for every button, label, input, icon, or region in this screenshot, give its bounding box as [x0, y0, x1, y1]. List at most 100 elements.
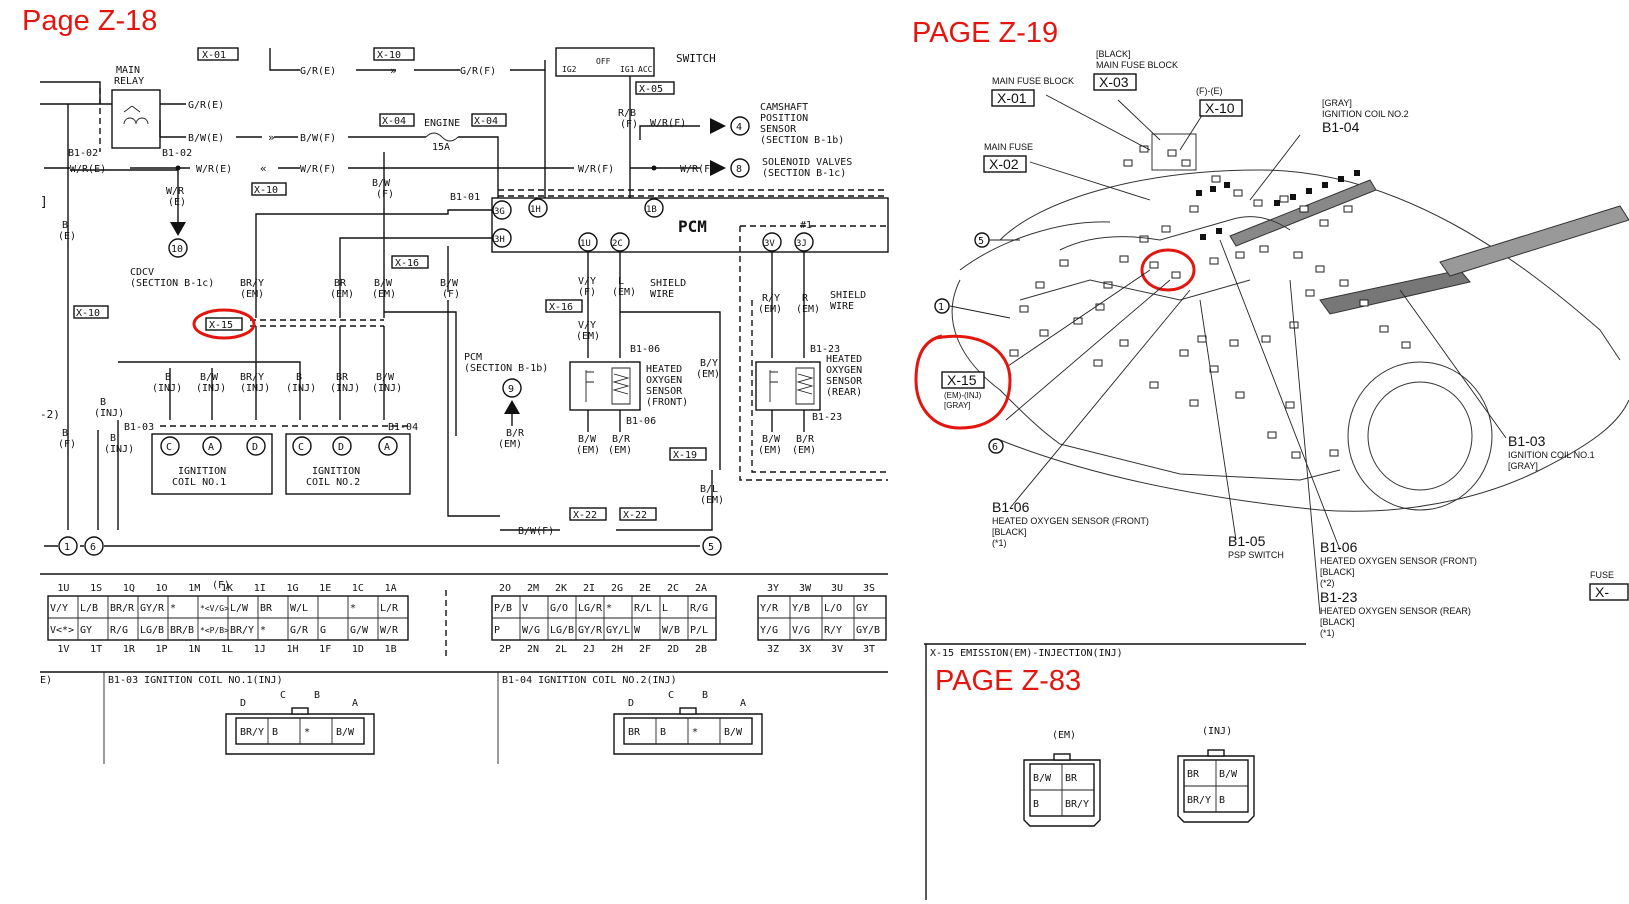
harness-bundle [1229, 179, 1377, 247]
shield-label: SHIELD [650, 278, 686, 289]
harness-connector [1179, 349, 1189, 357]
fuse-symbol [425, 132, 459, 142]
connector-tag [619, 507, 657, 521]
coil2-connector-title: B1-04 IGNITION COIL NO.2(INJ) [502, 675, 677, 686]
wire-label: B/W [762, 434, 781, 445]
connector-shell [613, 713, 763, 755]
pin-number: 1O [156, 583, 168, 594]
harness-x10: X-10 [1205, 100, 1235, 116]
connector-cell: BR [1187, 769, 1200, 780]
ref-5: 5 [708, 542, 714, 553]
wire-label: (EM) [240, 289, 264, 300]
wire-label: B/W(F) [300, 133, 336, 144]
pin-color: LG/R [578, 603, 603, 614]
pin-color: *<V/G> [200, 604, 229, 613]
ho2s-front-title: HEATED [646, 364, 682, 375]
pin-color: Y/G [760, 625, 778, 636]
wire [118, 311, 457, 436]
harness-connector [1315, 265, 1325, 273]
pin-color: * [606, 603, 612, 614]
connector-arrow: » [390, 64, 397, 77]
solenoid-label: SOLENOID VALVES [762, 157, 852, 168]
harness-label: (F)-(E) [1196, 86, 1223, 96]
wire-label: B/R [506, 428, 525, 439]
wire [447, 300, 500, 517]
wire [587, 251, 721, 470]
ho2s-rear-title: HEATED [826, 354, 862, 365]
main-relay-label: MAIN [116, 65, 140, 76]
coil-pin [202, 436, 222, 456]
connector-cell: B [660, 727, 666, 738]
ref-circle [58, 536, 78, 556]
pcm-pin [492, 200, 512, 220]
connector-tag [669, 447, 707, 461]
connector-cell: BR/Y [1187, 795, 1211, 806]
coil-input: B/W [200, 372, 219, 383]
ref-10: 10 [171, 244, 183, 255]
coil-pin [246, 436, 266, 456]
harness-connector [1197, 335, 1207, 343]
harness-label: MAIN FUSE [984, 142, 1033, 152]
ho2s-front-title: (FRONT) [646, 397, 688, 408]
wire-label: B/W(F) [518, 526, 554, 537]
pin-color: LG/B [140, 625, 164, 636]
harness-connector [1401, 341, 1411, 349]
connector-cell: B/W [724, 727, 743, 738]
ref-9: 9 [508, 384, 514, 395]
harness-connector [1093, 359, 1103, 367]
pin-color: BR/B [170, 625, 194, 636]
wire [70, 103, 186, 171]
harness-connector [1253, 199, 1263, 207]
wire-label: B [62, 220, 68, 231]
harness-label: [BLACK] [1096, 49, 1131, 59]
wire-label: B/L [700, 484, 718, 495]
ref-circle [730, 116, 750, 136]
harness-connector [1285, 401, 1295, 409]
harness-connector [1189, 205, 1199, 213]
wire-label: B/W [440, 278, 459, 289]
harness-label: [BLACK] [1320, 617, 1355, 627]
main-fuse-block [1151, 133, 1197, 171]
wire-label: (INJ) [104, 444, 134, 455]
wire-label: (F) [376, 189, 394, 200]
pcm-section-label: (SECTION B-1b) [464, 363, 548, 374]
harness-clip [1210, 186, 1216, 192]
pin-color: V [522, 603, 528, 614]
harness-connector [1261, 335, 1271, 343]
switch-label: SWITCH [676, 52, 716, 65]
harness-label: B1-05 [1228, 533, 1266, 549]
wheel-inner [1367, 381, 1473, 491]
connector-latch [291, 707, 309, 715]
wire-label: G/R(E) [188, 100, 224, 111]
pin-number: 1C [352, 583, 364, 594]
wire-label: (EM) [612, 287, 636, 298]
connector-pin-letter: C [280, 690, 286, 701]
wire-label: (EM) [696, 369, 720, 380]
harness-label: MAIN FUSE BLOCK [992, 76, 1074, 86]
connector-x16: X-16 [395, 258, 419, 269]
coil1-id: B1-03 [124, 422, 154, 433]
harness-connector [1293, 251, 1303, 259]
pin-color: BR [260, 603, 273, 614]
harness-ref: 5 [978, 236, 984, 247]
pin-number: 1H [286, 644, 298, 655]
harness-connector [1319, 219, 1329, 227]
pin-number: 3U [831, 583, 843, 594]
ref-4: 4 [736, 122, 742, 133]
pin-number: 3X [799, 644, 811, 655]
harness-ref: 1 [938, 302, 944, 313]
splice-dot [175, 165, 181, 171]
wire-label: (EM) [330, 289, 354, 300]
pin-number: 1J [254, 644, 266, 655]
harness-clip [1338, 176, 1344, 182]
harness-label: IGNITION COIL NO.2 [1322, 109, 1409, 119]
pcm-pin [528, 198, 548, 218]
ho2s-rear-title: SENSOR [826, 376, 863, 387]
pin-color: GY/R [578, 625, 603, 636]
ref-circle [730, 158, 750, 178]
pin-number: 1R [123, 644, 136, 655]
connector-x10: X-10 [254, 185, 278, 196]
pin-color: R/G [690, 603, 708, 614]
connector-cell: BR/Y [240, 727, 264, 738]
